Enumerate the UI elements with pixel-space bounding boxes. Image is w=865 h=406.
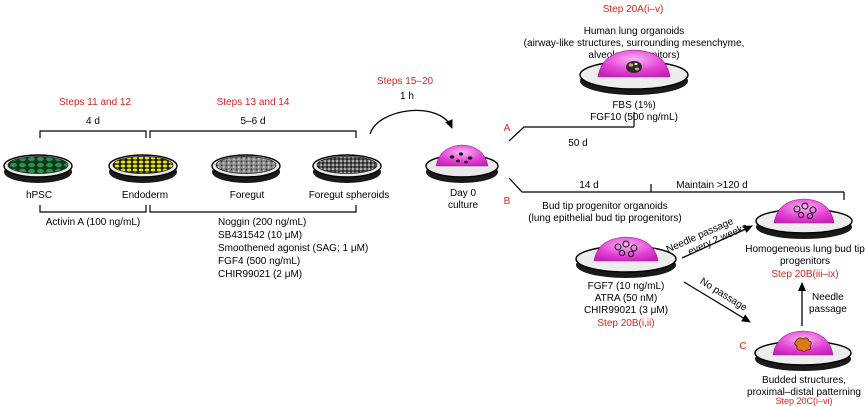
btpo-title: Bud tip progenitor organoids: [542, 201, 668, 212]
media-atra: ATRA (50 nM): [595, 293, 658, 304]
label-day0: Day 0: [450, 188, 477, 199]
dish-homogeneous-bud-tip: [755, 198, 853, 239]
step-label-20C: Step 20C(i–vi): [775, 396, 832, 406]
media-fgf4: FGF4 (500 ng/mL): [218, 256, 300, 267]
bracket-foregut-media: [149, 205, 357, 213]
media-sb431542: SB431542 (10 μM): [218, 230, 302, 241]
media-chir-3: CHIR99021 (3 μM): [584, 305, 668, 316]
dish-foregut: [211, 154, 281, 183]
dish-hpsc: [3, 154, 73, 183]
label-foregut: Foregut: [230, 190, 265, 201]
branch-b-label: B: [504, 196, 511, 207]
media-fgf10: FGF10 (500 ng/mL): [590, 112, 678, 123]
media-fgf7: FGF7 (10 ng/mL): [588, 281, 665, 292]
dish-budded-structures: [754, 330, 852, 371]
step-label-20B-iii-ix: Step 20B(iii–ix): [771, 269, 838, 280]
duration-maintain: Maintain >120 d: [676, 180, 747, 191]
curved-arrow: [369, 109, 453, 135]
dish-bud-tip-organoids: [575, 236, 677, 278]
branch-a-line: [508, 126, 634, 142]
step-label-15-20: Steps 15–20: [377, 76, 434, 87]
media-chir-2: CHIR99021 (2 μM): [218, 269, 302, 280]
step-label-20A: Step 20A(i–v): [603, 4, 664, 15]
dish-day0-culture: [425, 144, 499, 183]
step-label-11-12: Steps 11 and 12: [59, 97, 132, 108]
step-label-20B-i-ii: Step 20B(i,ii): [597, 318, 654, 329]
label-foregut-spheroids: Foregut spheroids: [309, 190, 390, 201]
duration-5-6d: 5–6 d: [240, 116, 265, 127]
bracket-4d: [39, 130, 147, 138]
media-fbs: FBS (1%): [612, 100, 655, 111]
bracket-5-6d: [149, 130, 357, 138]
dish-endoderm: [108, 154, 178, 183]
hlo-desc-1: (airway-like structures, surrounding mes…: [524, 38, 745, 49]
branch-a-label: A: [504, 123, 511, 134]
needle-vertical-label-2: passage: [809, 304, 847, 315]
media-activin: Activin A (100 ng/mL): [46, 217, 141, 228]
branch-c-label: C: [739, 341, 746, 352]
label-hpsc: hPSC: [26, 190, 52, 201]
no-passage-arrow: [683, 281, 751, 323]
label-endoderm: Endoderm: [122, 190, 168, 201]
media-noggin: Noggin (200 ng/mL): [218, 217, 306, 228]
duration-14d: 14 d: [579, 180, 598, 191]
step-label-13-14: Steps 13 and 14: [217, 97, 290, 108]
media-sag: Smoothened agonist (SAG; 1 μM): [218, 243, 368, 254]
label-culture: culture: [448, 200, 478, 211]
homogeneous-title: Homogeneous lung bud tip: [745, 244, 865, 255]
homogeneous-desc: progenitors: [780, 256, 830, 267]
dish-lung-organoids: [579, 49, 689, 95]
needle-passage-arrow: [681, 225, 753, 259]
duration-50d: 50 d: [568, 138, 587, 149]
hlo-title: Human lung organoids: [584, 26, 685, 37]
duration-4d: 4 d: [86, 116, 100, 127]
needle-vertical-label-1: Needle: [812, 292, 844, 303]
duration-1h: 1 h: [400, 91, 414, 102]
dish-foregut-spheroids: [312, 154, 382, 183]
budded-title: Budded structures,: [762, 375, 846, 386]
budded-desc: proximal–distal patterning: [747, 387, 861, 398]
btpo-desc: (lung epithelial bud tip progenitors): [528, 213, 681, 224]
branch-b-line: [508, 177, 844, 193]
bracket-activin: [39, 205, 147, 213]
